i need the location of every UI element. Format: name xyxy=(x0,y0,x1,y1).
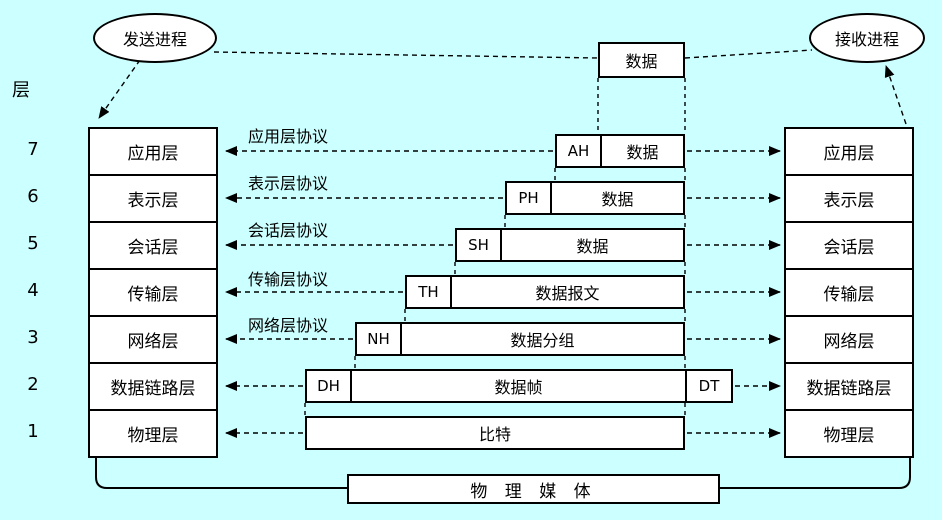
layer-box-left-physical: 物理层 xyxy=(88,409,218,458)
data-to-receiver-line xyxy=(684,49,813,59)
layer-axis-label: 层 xyxy=(12,80,30,101)
peer-lines-left xyxy=(225,146,553,438)
sender-process-label: 发送进程 xyxy=(122,30,187,49)
pdu-l6-header: PH xyxy=(507,183,552,213)
sender-to-data-line xyxy=(213,51,599,59)
layer-box-right-transport: 传输层 xyxy=(784,268,914,317)
pdu-l1-body: 比特 xyxy=(478,425,511,444)
layer-box-right-application: 应用层 xyxy=(784,127,914,176)
pdu-l4-body: 数据报文 xyxy=(535,284,600,303)
sender-to-stack-arrow xyxy=(98,59,141,119)
layer-box-left-datalink: 数据链路层 xyxy=(88,362,218,411)
peer-lines-right xyxy=(687,146,781,438)
layer-box-right-session: 会话层 xyxy=(784,221,914,270)
pdu-l7-header: AH xyxy=(557,136,602,166)
pdu-l5-body: 数据 xyxy=(576,237,609,256)
layer-number-5: 5 xyxy=(27,233,39,254)
layer-box-left-transport: 传输层 xyxy=(88,268,218,317)
pdu-l7: AH 数据 xyxy=(555,134,685,168)
layer-number-6: 6 xyxy=(27,186,39,207)
receiver-process-label: 接收进程 xyxy=(834,30,899,49)
layer-number-3: 3 xyxy=(27,327,39,348)
protocol-label-transport: 传输层协议 xyxy=(248,270,329,289)
pdu-l1: 比特 xyxy=(305,416,685,450)
protocol-label-application: 应用层协议 xyxy=(248,127,329,146)
pdu-l3-body: 数据分组 xyxy=(510,331,575,350)
pdu-l2-body: 数据帧 xyxy=(494,378,543,397)
pdu-l7-body: 数据 xyxy=(626,143,659,162)
layer-box-right-network: 网络层 xyxy=(784,315,914,364)
protocol-label-network: 网络层协议 xyxy=(248,316,329,335)
pdu-l6: PH 数据 xyxy=(505,181,685,215)
pdu-l3: NH 数据分组 xyxy=(355,322,685,356)
physical-medium-box: 物 理 媒 体 xyxy=(347,474,720,504)
pdu-l2-trailer: DT xyxy=(685,371,731,401)
protocol-label-session: 会话层协议 xyxy=(248,221,329,240)
layer-box-right-presentation: 表示层 xyxy=(784,174,914,223)
pdu-l3-header: NH xyxy=(357,324,402,354)
top-data-box: 数据 xyxy=(598,42,685,78)
layer-number-1: 1 xyxy=(27,421,39,442)
pdu-l4-header: TH xyxy=(407,277,452,307)
stack-to-receiver-arrow xyxy=(884,65,907,125)
pdu-l5-header: SH xyxy=(457,230,502,260)
encapsulation-vertical-lines xyxy=(304,78,686,416)
layer-box-left-session: 会话层 xyxy=(88,221,218,270)
layer-box-left-presentation: 表示层 xyxy=(88,174,218,223)
sender-process-ellipse: 发送进程 xyxy=(93,13,217,63)
layer-number-4: 4 xyxy=(27,280,39,301)
receiver-process-ellipse: 接收进程 xyxy=(809,13,925,63)
layer-box-left-application: 应用层 xyxy=(88,127,218,176)
layer-number-7: 7 xyxy=(27,139,39,160)
layer-box-right-physical: 物理层 xyxy=(784,409,914,458)
pdu-l5: SH 数据 xyxy=(455,228,685,262)
protocol-label-presentation: 表示层协议 xyxy=(248,174,329,193)
pdu-l4: TH 数据报文 xyxy=(405,275,685,309)
layer-box-right-datalink: 数据链路层 xyxy=(784,362,914,411)
pdu-l6-body: 数据 xyxy=(601,190,634,209)
pdu-l2: DH 数据帧 DT xyxy=(305,369,733,403)
pdu-l2-header: DH xyxy=(307,371,352,401)
layer-number-2: 2 xyxy=(27,374,39,395)
layer-box-left-network: 网络层 xyxy=(88,315,218,364)
